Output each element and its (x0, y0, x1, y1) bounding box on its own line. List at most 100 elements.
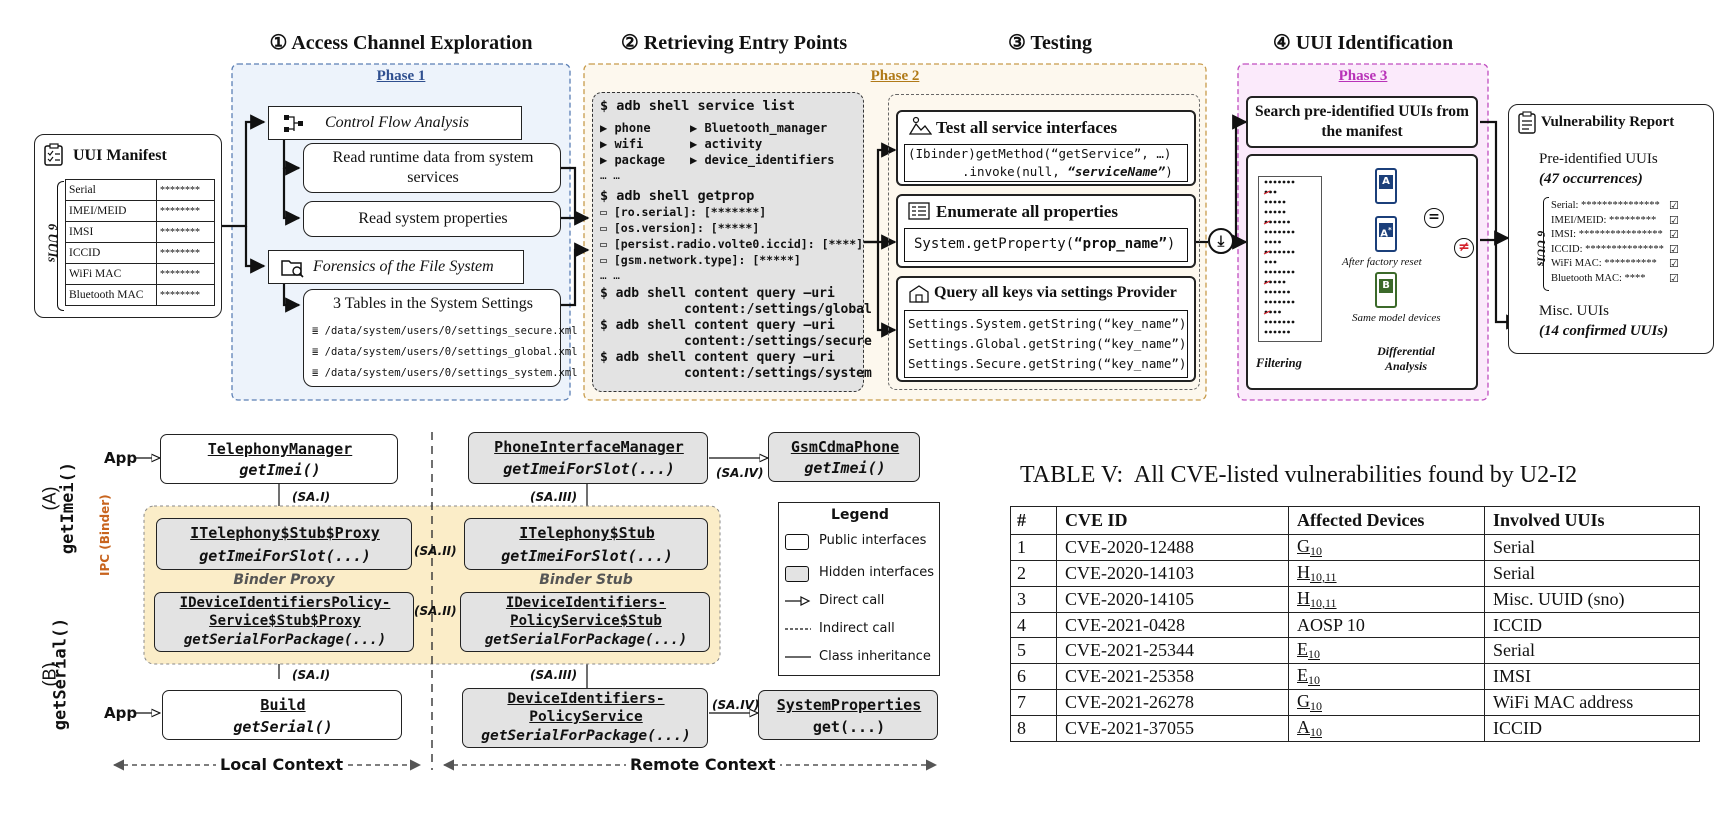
manifest-uui-name: IMEI/MEID (65, 200, 157, 222)
pim-title: PhoneInterfaceManager (494, 438, 684, 456)
search-uuis-box: Search pre-identified UUIs from the mani… (1246, 96, 1478, 148)
cell-cve: CVE-2021-25358 (1056, 663, 1289, 690)
phase-tag-1: Phase 1 (376, 68, 426, 84)
cell-num: 3 (1010, 586, 1057, 613)
label-b-method: getSerial() (50, 617, 71, 731)
settings-query-box: Query all keys via settings Provider Set… (896, 276, 1196, 382)
binder-proxy-label: Binder Proxy (233, 572, 335, 588)
manifest-uui-value: ******** (156, 242, 215, 264)
cmd-query-2-uri: content:/settings/secure (684, 334, 872, 349)
telephony-manager-box: TelephonyManager getImei() (160, 434, 398, 484)
manifest-uui-name: Serial (65, 179, 157, 201)
after-reset-label: After factory reset (1342, 256, 1422, 268)
service-package: package (614, 153, 666, 167)
local-context-label: Local Context (216, 755, 348, 774)
cell-num: 6 (1010, 663, 1057, 690)
ids-title-2: PolicyService$Stub (510, 613, 662, 629)
pim-method: getImeiForSlot(...) (503, 460, 675, 478)
phase-title-1: ① Access Channel Exploration (269, 32, 533, 54)
manifest-row: ICCID******** (65, 242, 215, 264)
window-icon: ▭ (600, 237, 614, 251)
cell-num: 2 (1010, 560, 1057, 587)
window-icon: ▭ (600, 205, 614, 219)
services-right: ▶ Bluetooth_manager ▶ activity ▶ device_… (690, 120, 835, 168)
legend-inheritance-line-icon (785, 656, 811, 658)
runtime-box: Read runtime data from system services (303, 143, 561, 193)
service-item: ▶ package (600, 152, 690, 168)
cmd-getprop: $ adb shell getprop (600, 188, 755, 204)
manifest-uui-name: ICCID (65, 242, 157, 264)
sa3-label-b: (SA.III) (530, 668, 578, 682)
cell-num: 5 (1010, 637, 1057, 664)
cmd-query-1: $ adb shell content query –uri (600, 286, 835, 301)
test-services-title: Test all service interfaces (936, 118, 1118, 137)
settings-path-system: /data/system/users/0/settings_system.xml (324, 367, 578, 379)
table-header-row: # CVE ID Affected Devices Involved UUIs (1010, 506, 1700, 535)
device-letter: E (1297, 639, 1308, 659)
cmd-query-3: $ adb shell content query –uri (600, 350, 835, 365)
service-test-icon (908, 116, 932, 135)
dips-method: getSerialForPackage(...) (481, 728, 691, 744)
report-title: Vulnerability Report (1541, 114, 1675, 130)
cell-devices: A10 (1288, 715, 1485, 742)
manifest-row: Bluetooth MAC******** (65, 284, 215, 306)
label-a: (A) getImei() (34, 446, 94, 566)
its-title: ITelephony$Stub (519, 524, 655, 542)
system-properties-box: SystemProperties get(...) (758, 690, 938, 740)
report-item: Bluetooth MAC: ****☑ (1551, 272, 1681, 287)
device-version: 10 (1308, 647, 1320, 661)
search-uuis-label: Search pre-identified UUIs from the mani… (1255, 103, 1469, 140)
settings-path-1: ≣ /data/system/users/0/settings_secure.x… (312, 321, 578, 342)
checklist-icon (44, 143, 63, 166)
device-letter: A (1297, 717, 1310, 737)
enum-props-title: Enumerate all properties (936, 202, 1118, 221)
download-icon: ⤓ (1208, 228, 1234, 254)
window-icon: ▭ (600, 253, 614, 267)
tables-title: 3 Tables in the System Settings (333, 295, 533, 312)
prop-name-arg: “prop_name” (1074, 236, 1167, 252)
tm-title: TelephonyManager (207, 440, 353, 458)
sa4-label-a: (SA.IV) (716, 466, 764, 480)
ipc-label: IPC (Binder) (98, 494, 112, 576)
phone-a-star-icon: A* (1375, 216, 1397, 252)
cell-devices: G10 (1288, 534, 1485, 561)
invoke-close: ) (1165, 164, 1173, 179)
uui-manifest-card: UUI Manifest 6 UUIs Serial********IMEI/M… (34, 134, 222, 318)
cell-devices: AOSP 10 (1288, 612, 1485, 638)
misc-uuis-label: Misc. UUIs (1539, 303, 1609, 319)
settings-system-call: Settings.System.getString(“key_name”) (908, 316, 1187, 331)
gsm-method: getImei() (804, 459, 886, 477)
device-letter: E (1297, 665, 1308, 685)
invoke-call: .invoke(null, (962, 164, 1068, 179)
cfa-box: Control Flow Analysis (268, 106, 522, 140)
idp-method: getSerialForPackage(...) (183, 632, 387, 648)
flow-graph-icon (284, 115, 303, 132)
cell-devices: H10,11 (1288, 586, 1485, 613)
service-item: ▶ activity (690, 136, 835, 152)
prop-item: ▭ [os.version]: [*****] (600, 220, 872, 236)
manifest-uui-value: ******** (156, 263, 215, 285)
service-item: ▶ Bluetooth_manager (690, 120, 835, 136)
prop-item: ▭ [ro.serial]: [*******] (600, 204, 872, 220)
legend-indirect-label: Indirect call (819, 621, 895, 636)
phone-a-label: A (1379, 175, 1393, 189)
tables-box: 3 Tables in the System Settings ≣ /data/… (303, 289, 578, 387)
cell-cve: CVE-2021-37055 (1056, 715, 1289, 742)
remote-context-label: Remote Context (626, 755, 780, 774)
device-identifiers-policy-box: DeviceIdentifiers- PolicyService getSeri… (462, 688, 708, 748)
pre-identified-label: Pre-identified UUIs (1539, 151, 1658, 167)
itp-title: ITelephony$Stub$Proxy (190, 524, 380, 542)
test-services-code-1: (Ibinder)getMethod(“getService”, …) (908, 146, 1172, 161)
legend-inheritance-label: Class inheritance (819, 649, 931, 664)
legend-hidden-swatch (785, 566, 809, 582)
itelephony-proxy-box: ITelephony$Stub$Proxy getImeiForSlot(...… (156, 518, 412, 570)
cfa-label: Control Flow Analysis (325, 114, 470, 131)
tm-method: getImei() (239, 461, 321, 479)
idip-proxy-box: IDeviceIdentifiersPolicy- Service$Stub$P… (154, 592, 414, 652)
vuln-report-card: Vulnerability Report Pre-identified UUIs… (1508, 104, 1714, 354)
